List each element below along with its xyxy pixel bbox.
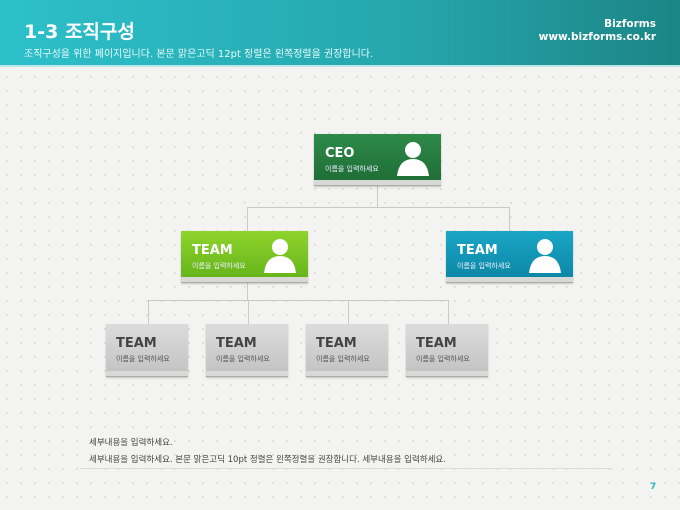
header: 1-3 조직구성 조직구성을 위한 페이지입니다. 본문 맑은고딕 12pt 정… bbox=[0, 0, 680, 67]
page-subtitle: 조직구성을 위한 페이지입니다. 본문 맑은고딕 12pt 정렬은 왼쪽정렬을 … bbox=[24, 49, 374, 60]
body-text-2: 세부내용을 입력하세요. 본문 맑은고딕 10pt 정렬은 왼쪽정렬을 권장합니… bbox=[89, 455, 446, 465]
subteam-box[interactable]: TEAM 이름을 입력하세요 bbox=[306, 324, 388, 377]
page-number: 7 bbox=[650, 482, 657, 492]
ceo-box[interactable]: CEO 이름을 입력하세요 bbox=[314, 134, 441, 186]
connector bbox=[348, 300, 349, 324]
body-text-1: 세부내용을 입력하세요. bbox=[89, 438, 173, 448]
box-title: TEAM bbox=[457, 243, 498, 258]
connector bbox=[509, 207, 510, 231]
box-name: 이름을 입력하세요 bbox=[192, 262, 246, 270]
connector bbox=[247, 207, 510, 208]
person-icon bbox=[397, 142, 429, 176]
connector bbox=[247, 283, 248, 300]
box-title: TEAM bbox=[192, 243, 233, 258]
subteam-box[interactable]: TEAM 이름을 입력하세요 bbox=[106, 324, 188, 377]
connector bbox=[377, 186, 378, 207]
connector bbox=[148, 300, 449, 301]
brand-url: www.bizforms.co.kr bbox=[538, 31, 656, 43]
connector bbox=[248, 300, 249, 324]
box-title: TEAM bbox=[416, 336, 457, 351]
person-icon bbox=[264, 239, 296, 273]
box-name: 이름을 입력하세요 bbox=[457, 262, 511, 270]
subteam-box[interactable]: TEAM 이름을 입력하세요 bbox=[406, 324, 488, 377]
brand: Bizforms www.bizforms.co.kr bbox=[539, 18, 656, 44]
box-title: TEAM bbox=[116, 336, 157, 351]
team-box[interactable]: TEAM 이름을 입력하세요 bbox=[181, 231, 308, 283]
box-name: 이름을 입력하세요 bbox=[325, 165, 379, 173]
connector bbox=[148, 300, 149, 324]
divider bbox=[80, 468, 612, 469]
box-title: TEAM bbox=[216, 336, 257, 351]
brand-name: Bizforms bbox=[604, 18, 656, 30]
subteam-box[interactable]: TEAM 이름을 입력하세요 bbox=[206, 324, 288, 377]
team-box[interactable]: TEAM 이름을 입력하세요 bbox=[446, 231, 573, 283]
box-title: TEAM bbox=[316, 336, 357, 351]
box-name: 이름을 입력하세요 bbox=[216, 355, 270, 363]
box-title: CEO bbox=[325, 146, 355, 161]
connector bbox=[247, 207, 248, 231]
page-title: 1-3 조직구성 bbox=[24, 21, 135, 43]
box-name: 이름을 입력하세요 bbox=[316, 355, 370, 363]
box-name: 이름을 입력하세요 bbox=[116, 355, 170, 363]
person-icon bbox=[529, 239, 561, 273]
connector bbox=[448, 300, 449, 324]
box-name: 이름을 입력하세요 bbox=[416, 355, 470, 363]
